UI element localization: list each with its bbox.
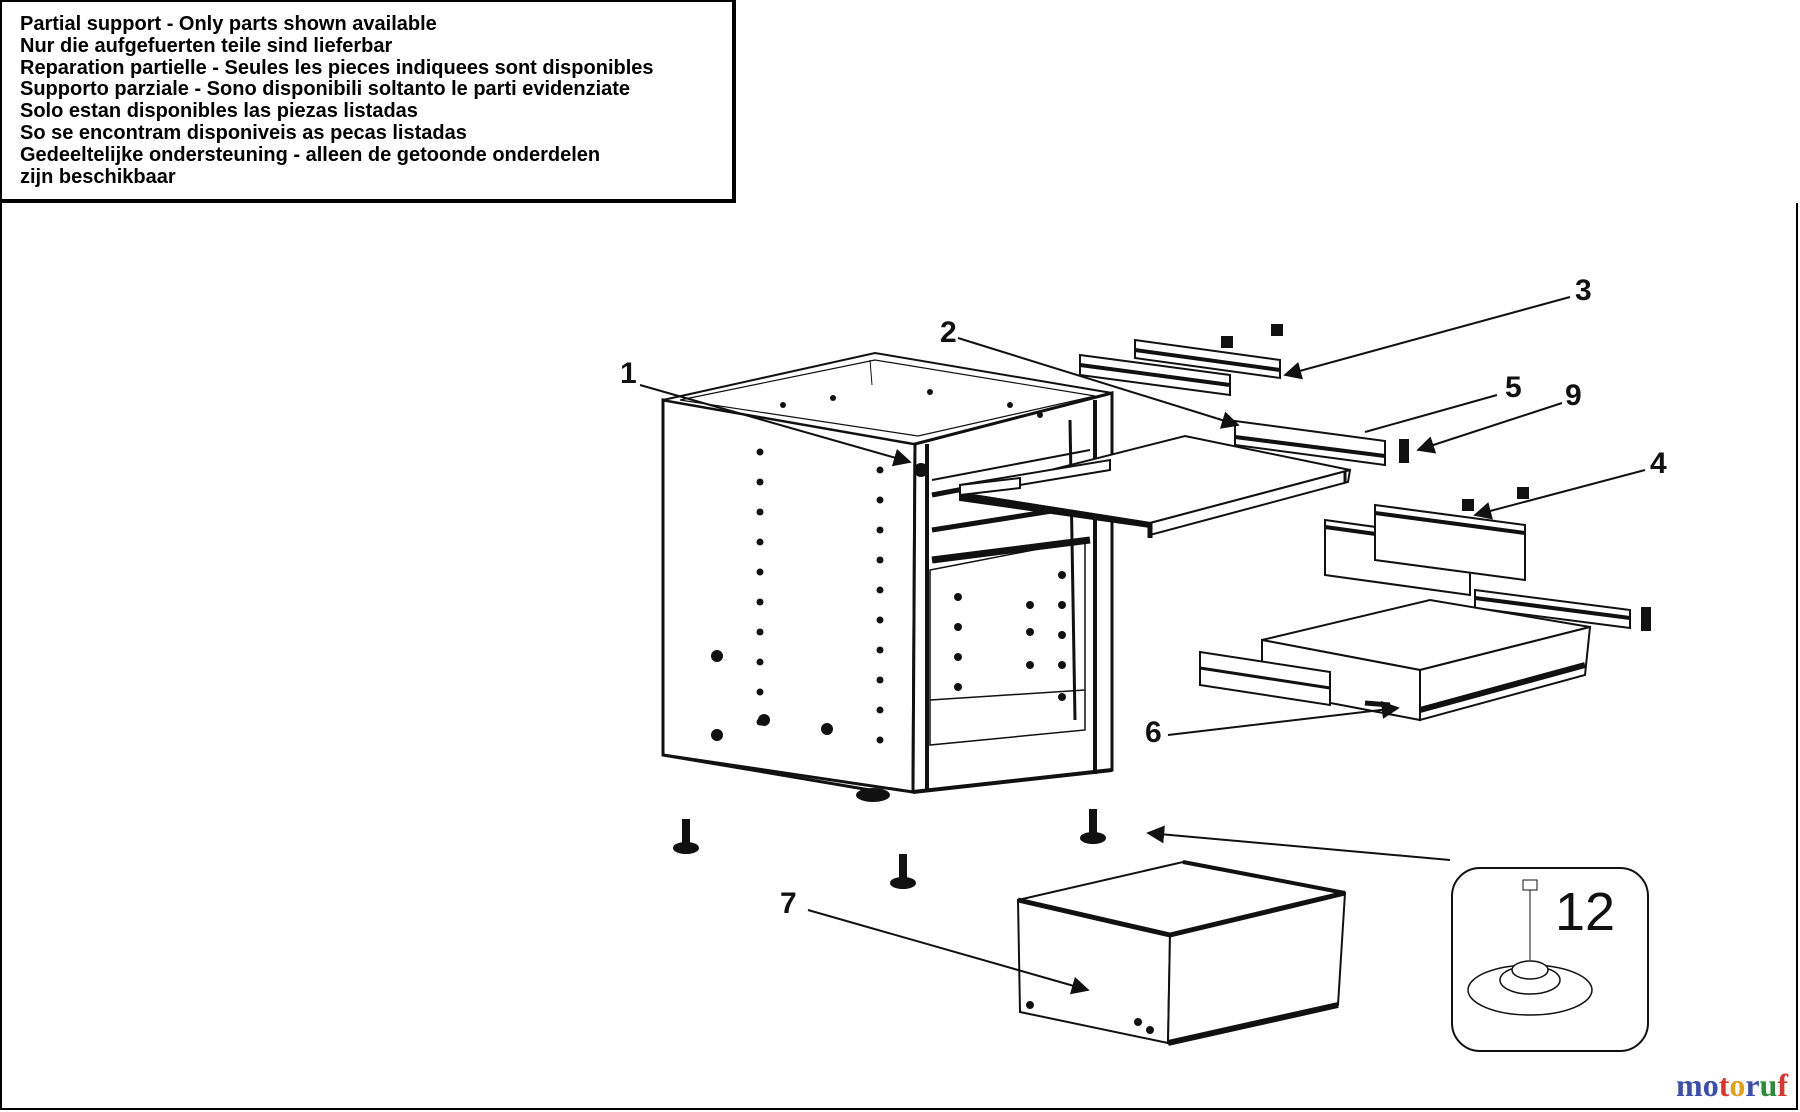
top-rails <box>1079 324 1283 397</box>
callout-6: 6 <box>1145 716 1162 749</box>
callout-2: 2 <box>940 316 957 349</box>
brand-letter: m <box>1676 1067 1703 1103</box>
drawer-bottom <box>1016 860 1347 1046</box>
notice-line-nl-cont: zijn beschikbaar <box>20 165 176 188</box>
callout-7: 7 <box>780 887 797 920</box>
brand-letter: u <box>1759 1067 1778 1103</box>
brand-letter: t <box>1718 1067 1730 1103</box>
notice-line-pt: So se encontram disponiveis as pecas lis… <box>20 121 467 144</box>
notice-line-es: Solo estan disponibles las piezas listad… <box>20 100 418 123</box>
notice-line-en: Partial support - Only parts shown avail… <box>20 13 437 35</box>
callout-leaders <box>639 296 1646 995</box>
upper-drawer-frame <box>959 419 1409 538</box>
brand-logo: motoruf <box>1676 1067 1788 1104</box>
callout-12: 12 <box>1555 882 1615 942</box>
cabinet-body <box>661 351 1114 802</box>
foot-detail-inset <box>1451 867 1649 1052</box>
upper-rail-left <box>959 458 1111 497</box>
leveling-feet <box>673 809 1106 889</box>
partial-support-notice: Partial support - Only parts shown avail… <box>0 0 736 203</box>
notice-line-nl: Gedeeltelijke ondersteuning - alleen de … <box>20 143 601 166</box>
callout-1: 1 <box>620 357 637 390</box>
callout-5: 5 <box>1505 371 1522 404</box>
callout-4: 4 <box>1650 447 1667 480</box>
brand-letter: f <box>1777 1067 1788 1103</box>
cabinet-holes <box>711 389 1066 744</box>
brand-letter: r <box>1745 1067 1760 1103</box>
callout-9: 9 <box>1565 379 1582 412</box>
notice-line-it: Supporto parziale - Sono disponibili sol… <box>20 78 631 101</box>
brand-letter: o <box>1702 1067 1719 1103</box>
diagram-frame <box>0 203 1798 1110</box>
notice-line-de: Nur die aufgefuerten teile sind lieferba… <box>20 34 393 57</box>
brand-letter: o <box>1729 1067 1746 1103</box>
callout-3: 3 <box>1575 274 1592 307</box>
drawer-middle <box>1199 598 1592 722</box>
notice-line-fr: Reparation partielle - Seules les pieces… <box>20 56 654 79</box>
